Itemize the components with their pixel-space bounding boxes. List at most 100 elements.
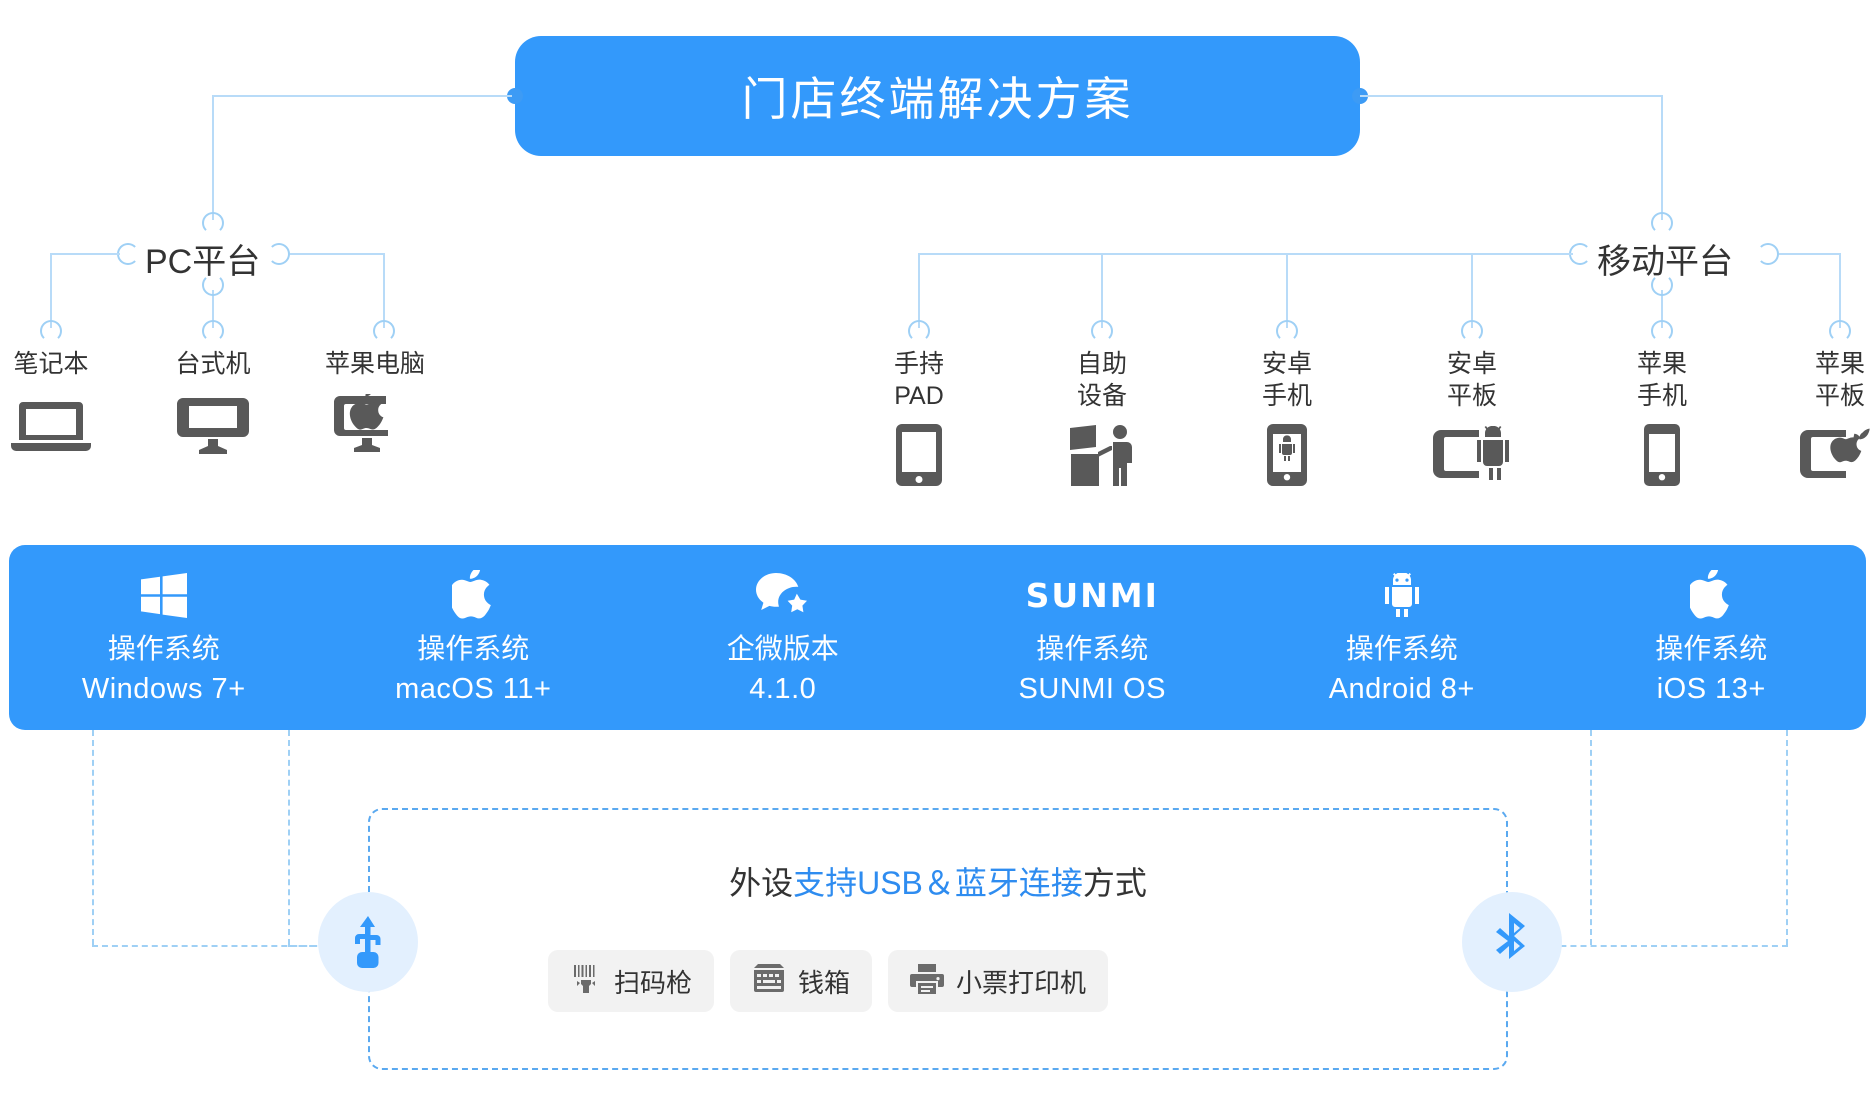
device-label-iphone: 苹果 手机 bbox=[1636, 350, 1687, 410]
line-mobile-b2-v bbox=[1101, 253, 1103, 328]
device-imac: 苹果电脑 bbox=[310, 348, 440, 454]
device-iphone: 苹果 手机 bbox=[1597, 348, 1727, 486]
dash-left-outer-v bbox=[92, 730, 94, 945]
kiosk-person-icon bbox=[1037, 424, 1167, 486]
cash-drawer-icon bbox=[752, 963, 786, 999]
line-pc-left-h bbox=[50, 253, 120, 255]
peripheral-chip-list: 扫码枪 钱箱 小票打印机 bbox=[548, 950, 1109, 1012]
line-title-to-pc-v bbox=[212, 95, 214, 220]
line-pc-right-h bbox=[290, 253, 385, 255]
chip-label-receipt-printer: 小票打印机 bbox=[956, 967, 1087, 998]
android-phone-icon bbox=[1222, 424, 1352, 486]
chip-cash-drawer[interactable]: 钱箱 bbox=[730, 950, 873, 1012]
device-label-ipad: 苹果 平板 bbox=[1814, 350, 1865, 410]
imac-apple-icon bbox=[310, 392, 440, 454]
device-desktop: 台式机 bbox=[148, 348, 278, 454]
chip-receipt-printer[interactable]: 小票打印机 bbox=[888, 950, 1109, 1012]
desktop-monitor-icon bbox=[148, 392, 278, 454]
device-label-android-tablet: 安卓 平板 bbox=[1446, 350, 1497, 410]
line-pc-right-v bbox=[383, 253, 385, 328]
device-label-desktop: 台式机 bbox=[175, 350, 251, 378]
peripheral-title-suffix: 方式 bbox=[1082, 865, 1147, 901]
receipt-printer-icon bbox=[910, 963, 945, 1000]
os-name-android: 操作系统 bbox=[1345, 633, 1458, 664]
os-cell-windows: 操作系统 Windows 7+ bbox=[9, 545, 319, 730]
dash-right-inner-v bbox=[1590, 730, 1592, 945]
hook-android-tablet bbox=[1461, 320, 1483, 342]
device-android-phone: 安卓 手机 bbox=[1222, 348, 1352, 486]
android-tablet-icon bbox=[1407, 424, 1537, 486]
line-title-to-mobile-v bbox=[1661, 95, 1663, 220]
hook-mobile-bottom bbox=[1651, 274, 1673, 296]
laptop-icon bbox=[0, 392, 116, 454]
ipad-apple-icon bbox=[1775, 424, 1875, 486]
device-ipad: 苹果 平板 bbox=[1775, 348, 1875, 486]
solution-title-box: 门店终端解决方案 bbox=[515, 36, 1360, 156]
os-version-windows: Windows 7+ bbox=[81, 673, 246, 705]
os-version-macos: macOS 11+ bbox=[395, 673, 552, 705]
sunmi-wordmark-text: SUNMI bbox=[1025, 575, 1159, 615]
iphone-icon bbox=[1597, 424, 1727, 486]
hook-pad bbox=[908, 320, 930, 342]
bluetooth-icon bbox=[1462, 892, 1562, 992]
chip-barcode-scanner[interactable]: 扫码枪 bbox=[548, 950, 715, 1012]
line-mobile-mid-v bbox=[1661, 290, 1663, 328]
line-title-to-mobile-h bbox=[1360, 95, 1663, 97]
peripheral-title-prefix: 外设 bbox=[729, 865, 794, 901]
os-version-android: Android 8+ bbox=[1328, 673, 1475, 705]
line-mobile-right-v bbox=[1839, 253, 1841, 328]
os-support-bar: 操作系统 Windows 7+ 操作系统 macOS 11+ 企微版本 4.1.… bbox=[9, 545, 1866, 730]
os-name-ios: 操作系统 bbox=[1655, 633, 1768, 664]
page-title: 门店终端解决方案 bbox=[741, 73, 1134, 125]
apple-logo-icon bbox=[1690, 569, 1732, 621]
hook-imac bbox=[373, 320, 395, 342]
os-name-macos: 操作系统 bbox=[417, 633, 530, 664]
barcode-scanner-icon bbox=[570, 963, 602, 1000]
usb-icon bbox=[318, 892, 418, 992]
dash-right-outer-h bbox=[1510, 945, 1788, 947]
device-notebook: 笔记本 bbox=[0, 348, 116, 454]
android-robot-icon bbox=[1377, 569, 1427, 621]
wecom-bubble-icon bbox=[755, 569, 811, 621]
hook-pc-right bbox=[268, 243, 290, 265]
device-handheld-pad: 手持 PAD bbox=[854, 348, 984, 486]
line-mobile-right-h bbox=[1779, 253, 1841, 255]
apple-logo-icon bbox=[452, 569, 494, 621]
os-name-wecom: 企微版本 bbox=[726, 633, 839, 664]
os-cell-wecom: 企微版本 4.1.0 bbox=[628, 545, 938, 730]
line-title-to-pc-h bbox=[212, 95, 512, 97]
line-mobile-b4-v bbox=[1471, 253, 1473, 328]
peripheral-title: 外设支持USB＆蓝牙连接方式 bbox=[370, 858, 1506, 904]
dash-right-outer-v bbox=[1786, 730, 1788, 945]
device-self-service: 自助 设备 bbox=[1037, 348, 1167, 486]
platform-label-pc: PC平台 bbox=[145, 243, 261, 281]
line-pc-mid-v bbox=[212, 290, 214, 328]
peripheral-support-box: 外设支持USB＆蓝牙连接方式 扫码枪 钱箱 bbox=[318, 808, 1562, 1070]
chip-label-cash-drawer: 钱箱 bbox=[798, 967, 851, 998]
hook-iphone bbox=[1651, 320, 1673, 342]
dash-left-outer-h bbox=[92, 945, 367, 947]
hook-kiosk bbox=[1091, 320, 1113, 342]
hook-pc-top bbox=[202, 212, 224, 234]
hook-mobile-top bbox=[1651, 212, 1673, 234]
line-mobile-b1-v bbox=[918, 253, 920, 328]
os-version-ios: iOS 13+ bbox=[1656, 673, 1766, 705]
os-cell-ios: 操作系统 iOS 13+ bbox=[1557, 545, 1867, 730]
hook-mobile-right bbox=[1757, 243, 1779, 265]
os-version-sunmi: SUNMI OS bbox=[1018, 673, 1166, 705]
line-pc-left-v bbox=[50, 253, 52, 328]
tablet-icon bbox=[854, 424, 984, 486]
sunmi-wordmark-icon: SUNMI bbox=[1026, 569, 1159, 621]
device-android-tablet: 安卓 平板 bbox=[1407, 348, 1537, 486]
hook-ipad bbox=[1829, 320, 1851, 342]
windows-logo-icon bbox=[140, 569, 187, 621]
hook-notebook bbox=[40, 320, 62, 342]
chip-label-barcode-scanner: 扫码枪 bbox=[614, 967, 693, 998]
os-cell-macos: 操作系统 macOS 11+ bbox=[319, 545, 629, 730]
line-mobile-b3-v bbox=[1286, 253, 1288, 328]
os-name-windows: 操作系统 bbox=[107, 633, 220, 664]
os-cell-sunmi: SUNMI 操作系统 SUNMI OS bbox=[938, 545, 1248, 730]
device-label-self-service: 自助 设备 bbox=[1076, 350, 1127, 410]
dash-left-inner-v bbox=[288, 730, 290, 945]
